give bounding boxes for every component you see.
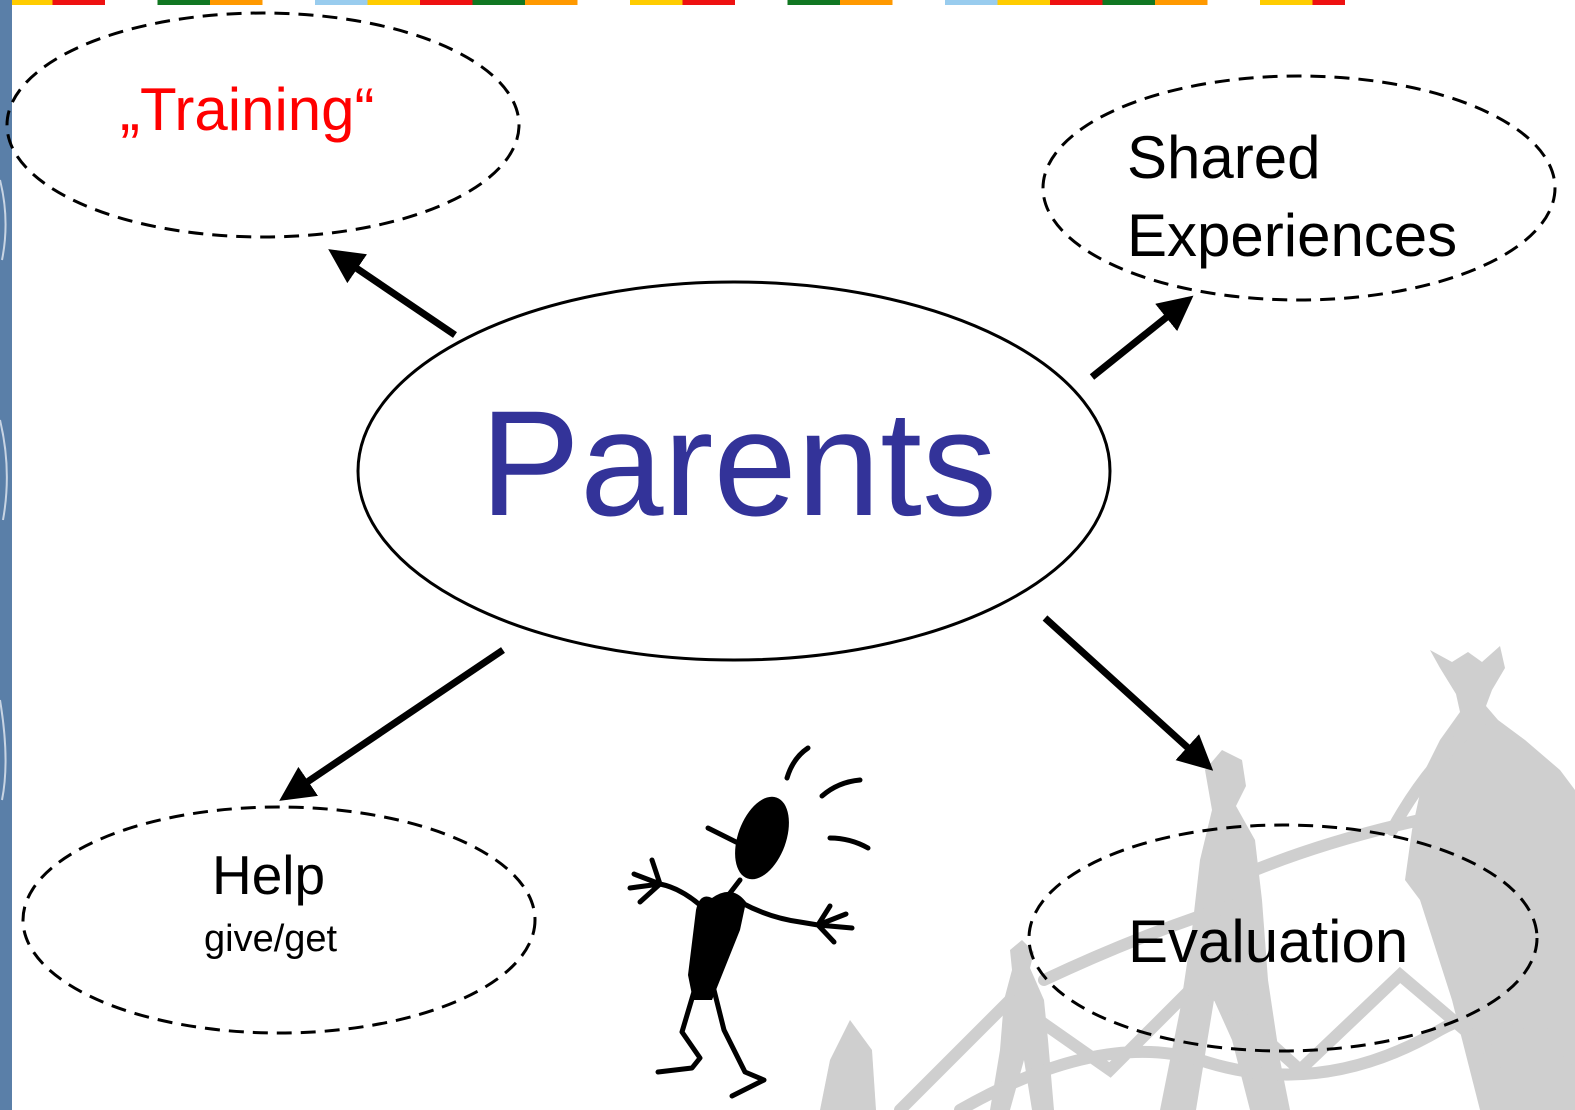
center-node-label: Parents [480, 379, 997, 547]
arrow-to-help [279, 647, 505, 801]
arrow-to-evaluation [1042, 615, 1214, 771]
center-node-ellipse [356, 280, 1112, 662]
arrow-to-shared-experiences [1089, 295, 1194, 380]
stripe-segment [997, 0, 1050, 5]
dancing-figures-watermark [820, 646, 1575, 1110]
evaluation-node-ellipse [1027, 823, 1539, 1053]
stripe-segment [1102, 0, 1155, 5]
help-node-sublabel: give/get [204, 918, 338, 960]
shared-node-label-line1: Shared [1127, 124, 1321, 191]
evaluation-node-label: Evaluation [1128, 908, 1409, 975]
top-color-stripe [0, 0, 1345, 5]
stripe-segment [1260, 0, 1313, 5]
help-node-ellipse [21, 805, 537, 1035]
stripe-segment [105, 0, 158, 5]
training-node-ellipse [5, 11, 521, 239]
stripe-segment [892, 0, 945, 5]
stripe-segment [420, 0, 473, 5]
stripe-segment [1312, 0, 1345, 5]
stripe-segment [0, 0, 53, 5]
stripe-segment [577, 0, 630, 5]
left-side-band [0, 0, 12, 1110]
shared-experiences-node-ellipse [1041, 74, 1557, 302]
stripe-segment [472, 0, 525, 5]
stripe-segment [52, 0, 105, 5]
stripe-segment [787, 0, 840, 5]
confused-stick-figure-icon [627, 745, 871, 1099]
stripe-segment [945, 0, 998, 5]
stripe-segment [735, 0, 788, 5]
stripe-segment [1155, 0, 1208, 5]
stripe-segment [210, 0, 263, 5]
stripe-segment [367, 0, 420, 5]
arrow-to-training [328, 249, 457, 338]
stripe-segment [1207, 0, 1260, 5]
stripe-segment [682, 0, 735, 5]
stripe-segment [315, 0, 368, 5]
help-node-label: Help [212, 844, 326, 906]
stripe-segment [840, 0, 893, 5]
stripe-segment [630, 0, 683, 5]
stripe-segment [262, 0, 315, 5]
training-node-label: „Training“ [120, 76, 375, 143]
shared-node-label-line2: Experiences [1127, 202, 1458, 269]
stripe-segment [1050, 0, 1103, 5]
stripe-segment [525, 0, 578, 5]
stripe-segment [157, 0, 210, 5]
